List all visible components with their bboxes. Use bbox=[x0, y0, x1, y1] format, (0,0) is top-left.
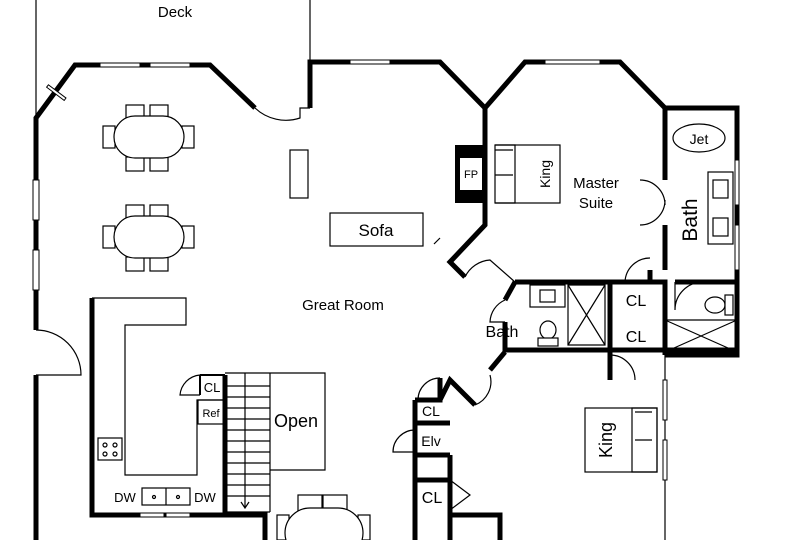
dining-table-2 bbox=[102, 204, 195, 272]
master-bath-label: Bath bbox=[679, 198, 702, 241]
elevator-label: Elv bbox=[421, 433, 440, 449]
master-suite-label-2: Suite bbox=[579, 195, 613, 212]
kitchen: CL Ref DW DW bbox=[89, 297, 268, 540]
jet-label: Jet bbox=[690, 131, 709, 147]
central-closets: CL CL bbox=[505, 257, 737, 381]
sofa-label: Sofa bbox=[359, 221, 395, 240]
deck-label: Deck bbox=[158, 4, 193, 21]
bottom-closet-label: CL bbox=[422, 490, 443, 507]
deck: Deck bbox=[35, 0, 311, 118]
closet-lower-label: CL bbox=[626, 329, 647, 346]
closet-upper-label: CL bbox=[626, 293, 647, 310]
great-room: Great Room Sofa bbox=[102, 104, 441, 540]
dw-right-label: DW bbox=[194, 490, 216, 505]
sofa bbox=[329, 212, 424, 247]
bedroom-2-bed-label: King bbox=[596, 422, 616, 458]
fireplace-label: FP bbox=[464, 169, 478, 181]
dining-table-3 bbox=[276, 494, 371, 540]
dw-left-label: DW bbox=[114, 490, 136, 505]
hall-bath: Bath bbox=[486, 280, 606, 352]
master-bed bbox=[494, 144, 561, 204]
master-suite: FP King Master Suite bbox=[446, 108, 668, 283]
hall-bath-label: Bath bbox=[486, 324, 519, 341]
cooktop bbox=[97, 437, 123, 461]
hall-closets: CL Elv CL bbox=[392, 350, 507, 540]
sink bbox=[141, 487, 191, 506]
kitchen-closet-label: CL bbox=[204, 380, 221, 395]
great-room-label: Great Room bbox=[302, 297, 384, 314]
master-suite-label-1: Master bbox=[573, 175, 619, 192]
master-bed-label: King bbox=[537, 160, 553, 188]
open-label: Open bbox=[274, 411, 318, 431]
dining-table-1 bbox=[102, 104, 195, 172]
bedroom-2: King bbox=[412, 355, 668, 540]
stairs: Open bbox=[225, 372, 326, 513]
bedroom-2-bed bbox=[584, 407, 658, 473]
jet-tub bbox=[672, 123, 726, 153]
master-bath: Jet Bath bbox=[664, 123, 738, 353]
hall-closet-label: CL bbox=[422, 403, 440, 419]
ref-label: Ref bbox=[202, 408, 220, 420]
exterior-walls bbox=[32, 59, 740, 540]
